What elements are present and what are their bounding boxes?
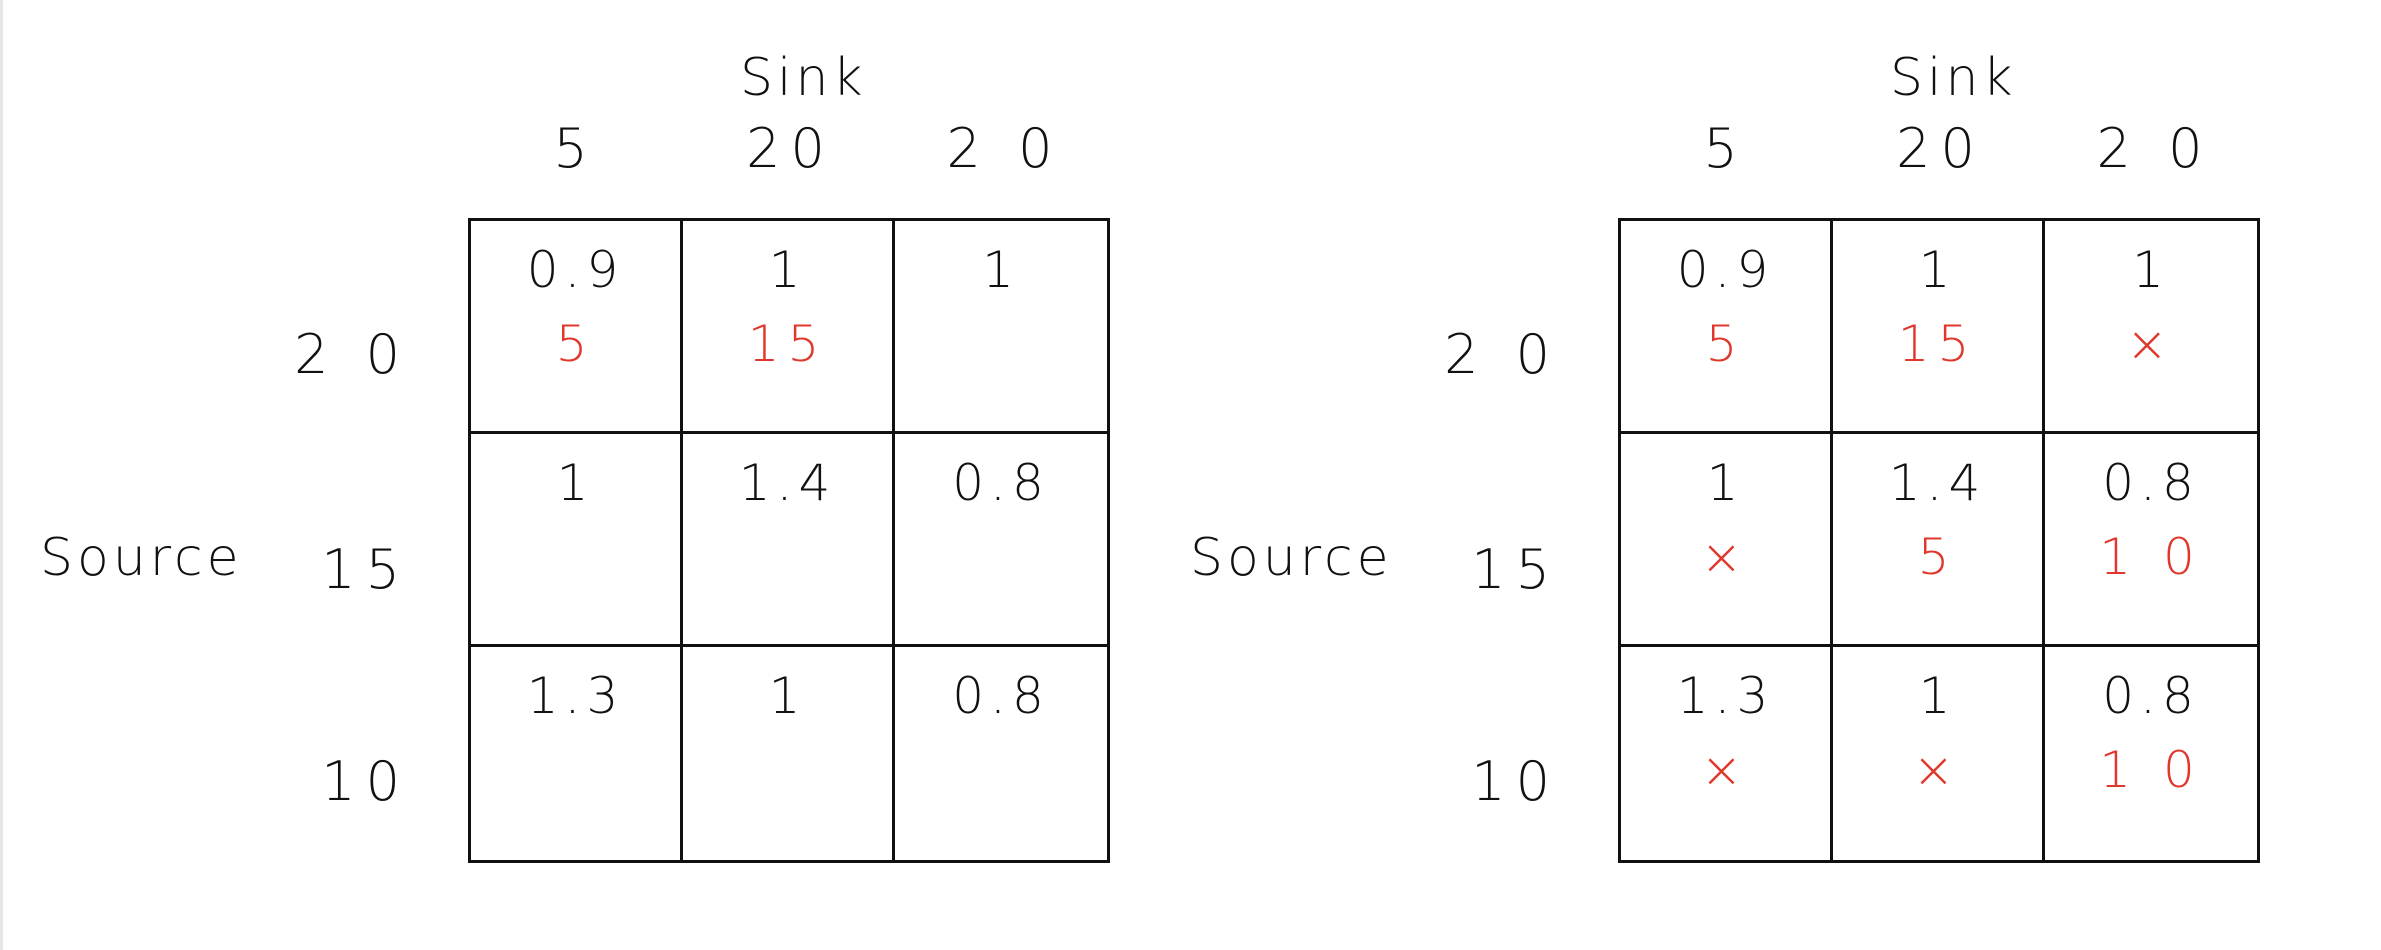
grid-cell-r1-c3: 1 [895,221,1107,434]
not-used-mark: × [1700,741,1751,799]
unit-cost: 1 [556,454,595,512]
grid-cell-r2-c1: 1× [1621,434,1833,647]
grid-cell-r1-c3: 1× [2045,221,2257,434]
sink-label: Sink [740,48,867,108]
sink-demand-1: 5 [1703,117,1748,180]
unit-cost: 1 [768,667,807,725]
unit-cost: 1.4 [1888,454,1987,512]
source-label: Source [40,528,243,588]
source-supply-3: 10 [321,750,410,813]
grid-cell-r3-c2: 1 [683,647,895,860]
source-supply-1: 2 0 [1444,323,1560,386]
grid-cell-r2-c1: 1 [471,434,683,647]
grid-cell-r3-c3: 0.8 [895,647,1107,860]
left-edge-line [0,0,3,950]
unit-cost: 1 [1918,667,1957,725]
not-used-mark: × [1700,528,1751,586]
unit-cost: 0.9 [1676,241,1775,299]
source-label: Source [1190,528,1393,588]
unit-cost: 0.9 [526,241,625,299]
sink-demand-2: 20 [746,117,835,180]
allocation-value: 5 [555,315,596,373]
unit-cost: 1 [2132,241,2170,299]
unit-cost: 1.4 [738,454,837,512]
unit-cost: 0.8 [2102,454,2200,512]
grid-cell-r2-c2: 1.4 [683,434,895,647]
unit-cost: 1.3 [526,667,625,725]
allocation-value: 15 [1897,315,1978,373]
allocation-value: 15 [747,315,828,373]
source-supply-2: 15 [321,538,410,601]
grid-cell-r3-c2: 1× [1833,647,2045,860]
grid-cell-r2-c3: 0.8 [895,434,1107,647]
unit-cost: 0.8 [952,667,1050,725]
source-supply-1: 2 0 [294,323,410,386]
source-supply-2: 15 [1471,538,1560,601]
allocation-value: 1 0 [2099,528,2203,586]
not-used-mark: × [1912,741,1963,799]
grid-cell-r3-c1: 1.3 × [1621,647,1833,860]
sink-demand-2: 20 [1896,117,1985,180]
unit-cost: 0.8 [2102,667,2200,725]
not-used-mark: × [2126,315,2176,373]
sink-demand-1: 5 [553,117,598,180]
unit-cost: 1 [768,241,807,299]
source-supply-3: 10 [1471,750,1560,813]
allocation-value: 5 [1917,528,1958,586]
unit-cost: 1 [1706,454,1745,512]
sink-demand-3: 2 0 [2096,117,2213,180]
allocation-value: 5 [1705,315,1746,373]
unit-cost: 1.3 [1676,667,1775,725]
unit-cost: 1 [982,241,1020,299]
grid-cell-r3-c1: 1.3 [471,647,683,860]
sink-label: Sink [1890,48,2017,108]
sink-demand-3: 2 0 [946,117,1063,180]
allocation-value: 1 0 [2099,741,2203,799]
unit-cost: 1 [1918,241,1957,299]
unit-cost: 0.8 [952,454,1050,512]
